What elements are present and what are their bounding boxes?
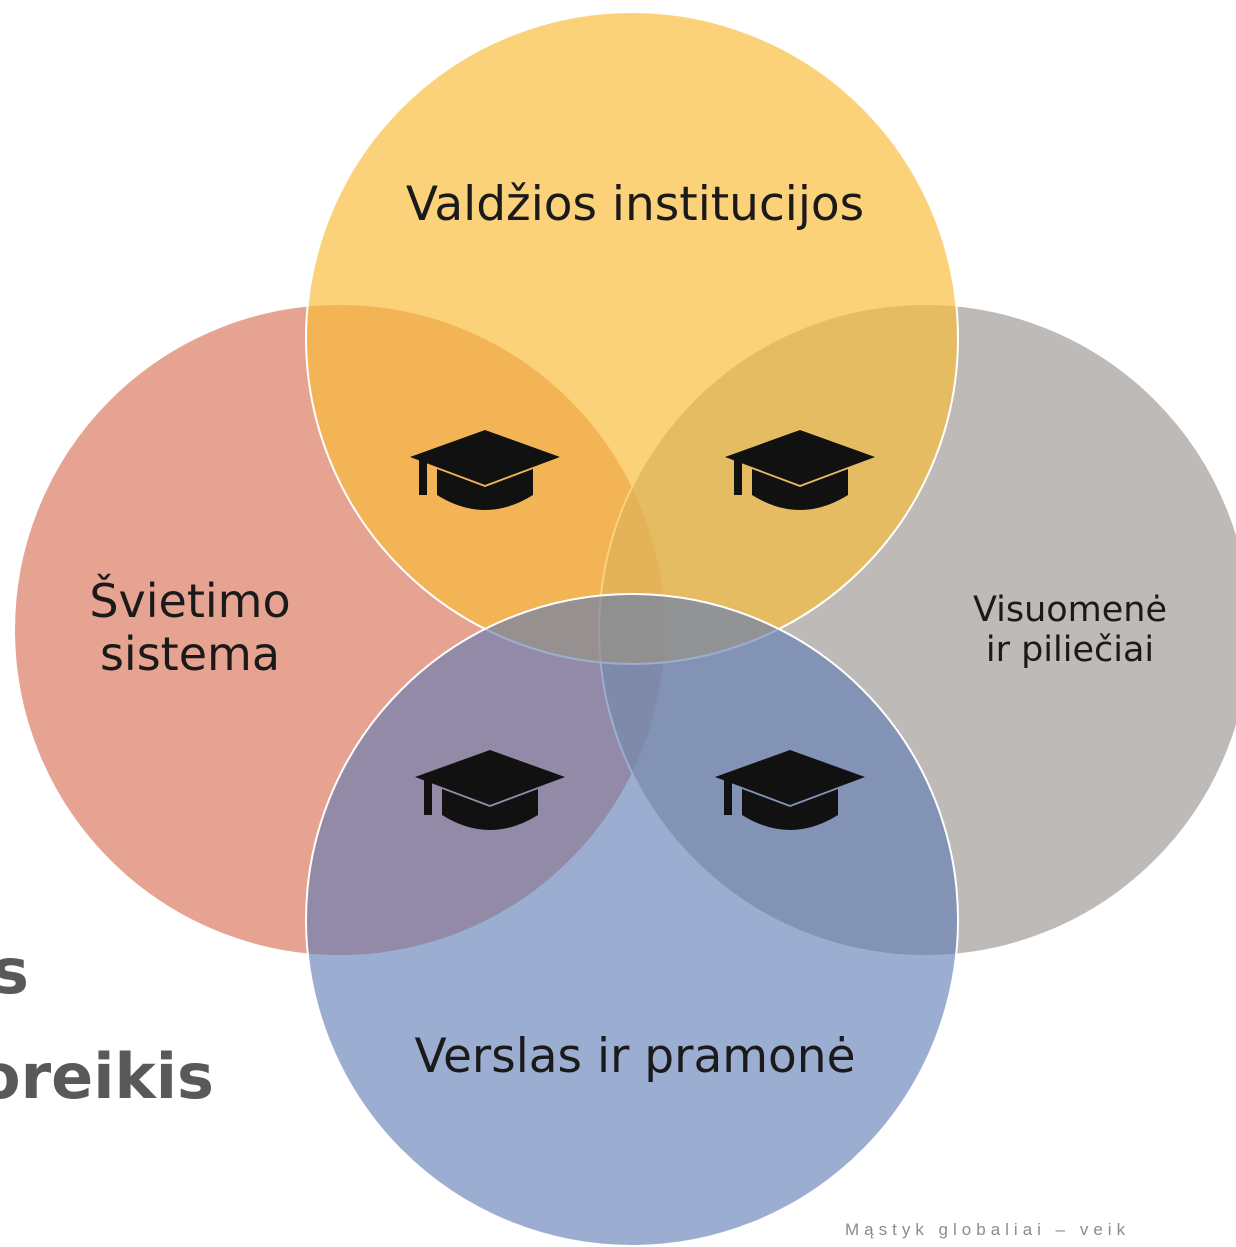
label-education-line1: Švietimo	[89, 574, 291, 628]
circle-government-institutions	[305, 11, 959, 665]
circle-business-industry	[305, 593, 959, 1247]
background-text-line1: s	[0, 935, 29, 1008]
label-society-citizens: Visuomenė ir piliečiai	[945, 590, 1195, 671]
label-education-system: Švietimo sistema	[40, 575, 340, 681]
label-government-institutions: Valdžios institucijos	[405, 177, 865, 232]
label-business-industry: Verslas ir pramonė	[414, 1029, 856, 1084]
label-education-line2: sistema	[99, 626, 281, 681]
label-society-line1: Visuomenė	[972, 590, 1168, 630]
footer-tagline: Mąstyk globaliai – veik	[845, 1220, 1131, 1239]
label-society-line2: ir piliečiai	[985, 630, 1155, 671]
background-text-line2: oreikis	[0, 1040, 214, 1113]
